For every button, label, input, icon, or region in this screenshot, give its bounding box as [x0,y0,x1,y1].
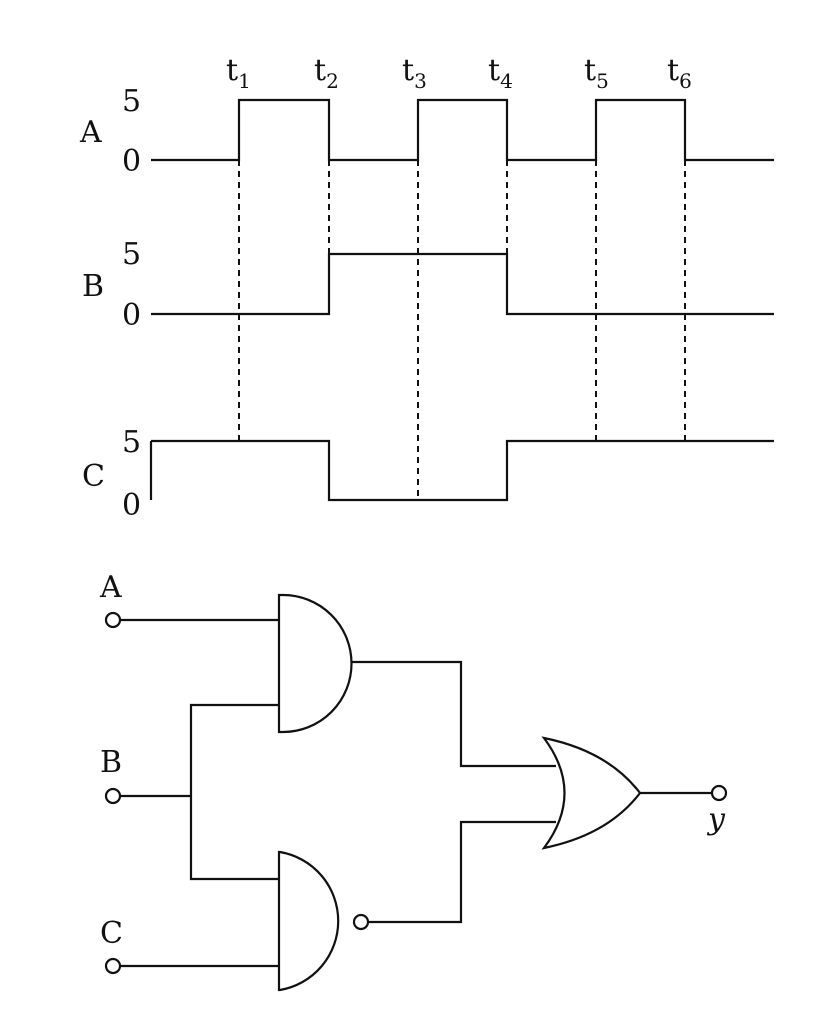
input-a-label: A [99,570,122,605]
time-guides [238,160,686,500]
time-marker-labels: t1 t2 t3 t4 t5 t6 [226,53,692,93]
or-gate [541,736,642,850]
signal-a-name: A [79,115,102,150]
signal-c-low-label: 0 [122,488,141,523]
signal-b-high-label: 5 [122,237,141,272]
output-y-label: y [706,802,726,837]
signal-c-waveform [151,439,774,502]
wire-b-branch [189,703,279,881]
input-c-label: C [100,916,123,951]
signal-a-high-label: 5 [122,84,141,119]
input-c-terminal [104,957,122,975]
wire-and-to-or [352,660,556,768]
signal-c-name: C [82,459,105,494]
nand-gate [277,850,340,992]
time-marker-t2: t2 [314,53,339,93]
signal-a-low-label: 0 [122,144,141,179]
signal-c-high-label: 5 [122,425,141,460]
signal-b-waveform [151,252,774,316]
time-marker-t6: t6 [667,53,692,93]
nand-inversion-bubble [352,913,370,931]
time-marker-t3: t3 [402,53,427,93]
time-marker-t4: t4 [488,53,513,93]
signal-b-name: B [82,269,104,304]
input-b-terminal [104,787,122,805]
signal-a-waveform [151,98,774,162]
logic-circuit: A B C y [99,570,728,992]
time-marker-t1: t1 [226,53,251,93]
signal-b-low-label: 0 [122,298,141,333]
time-marker-t5: t5 [584,53,609,93]
input-a-terminal [104,611,122,629]
input-b-label: B [100,745,122,780]
output-y-terminal [710,784,728,802]
timing-diagram: t1 t2 t3 t4 t5 t6 A 5 0 B 5 0 C 5 0 [79,53,774,523]
wire-nand-to-or [369,820,556,924]
and-gate [277,593,353,734]
